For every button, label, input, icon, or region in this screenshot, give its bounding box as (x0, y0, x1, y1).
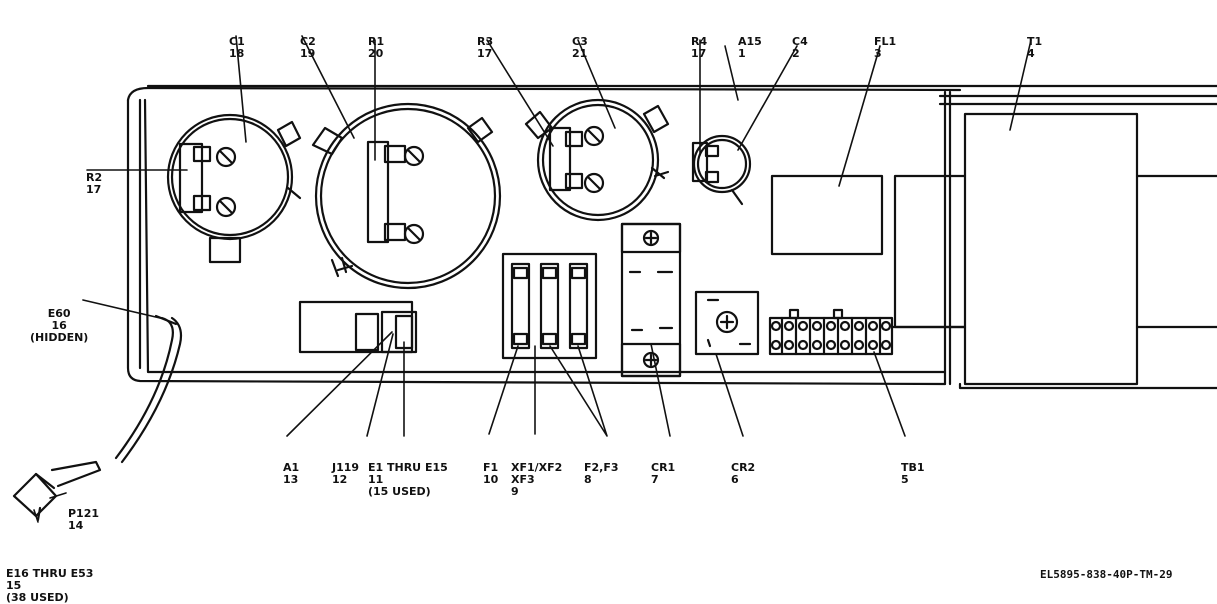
capacitor-c1 (166, 113, 302, 264)
chassis (126, 84, 1217, 386)
figure-id: EL5895-838-40P-TM-29 (1040, 568, 1173, 581)
leader-lines (33, 35, 1032, 523)
connector-assembly-a1 (298, 300, 418, 354)
rectifier-cr2 (694, 290, 760, 356)
filter-fl1 (770, 174, 884, 256)
transformer-t1 (893, 112, 1217, 390)
rectifier-cr1 (620, 222, 682, 378)
fuse-block (501, 252, 598, 360)
capacitor-c4 (691, 134, 752, 206)
terminal-board-tb1 (768, 308, 967, 356)
capacitor-c2 (311, 102, 502, 290)
capacitor-c3 (524, 98, 670, 222)
